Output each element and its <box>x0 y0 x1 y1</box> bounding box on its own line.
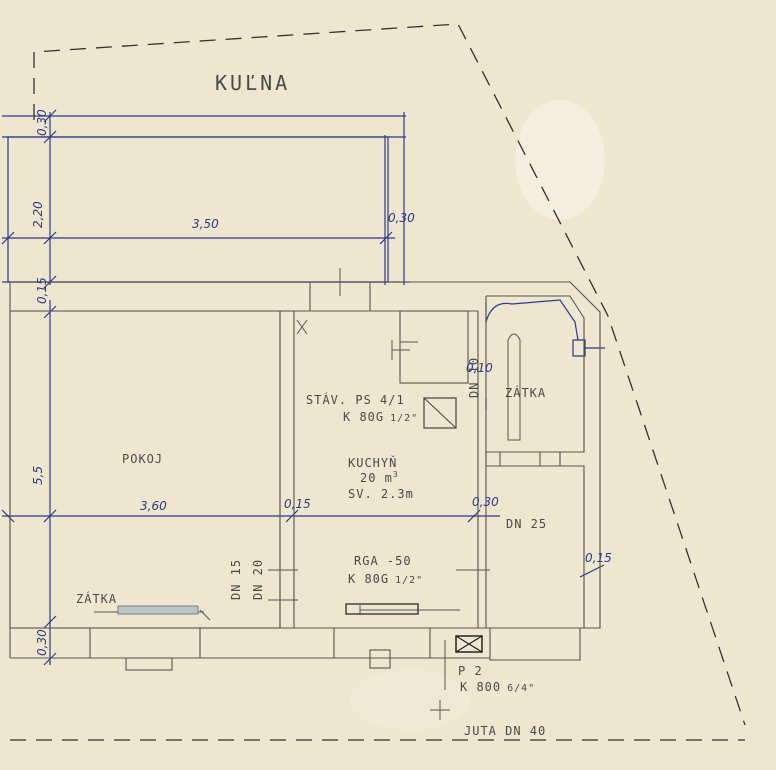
dim-wall-top-2: 0,30 <box>388 211 415 225</box>
dim-wall-mid-r: 0,15 <box>284 497 311 511</box>
boiler-diagonal <box>423 397 457 429</box>
dn15-label: DN 15 <box>229 559 243 600</box>
p2-label: P 2 <box>458 664 483 678</box>
property-boundary <box>10 23 746 741</box>
kitchen-volume-unit: 3 <box>393 470 399 479</box>
dimension-lines <box>1 109 410 319</box>
heater-symbol <box>345 603 419 615</box>
kitchen-height: SV. 2.3m <box>348 487 414 501</box>
dn25-label: DN 25 <box>506 517 547 531</box>
dim-room-height: 5,5 <box>31 466 45 485</box>
walls <box>9 281 601 671</box>
svg-text:20 m3: 20 m3 <box>360 470 399 485</box>
dim-room-width: 3,60 <box>140 499 167 513</box>
garage-label: KUĽNA <box>215 71 290 95</box>
stav-spec-fraction: 1/2" <box>390 413 418 424</box>
dim-top-height: 2,20 <box>31 201 45 228</box>
room-label: POKOJ <box>122 452 163 466</box>
garage-outline <box>7 136 389 283</box>
paper-stain <box>515 100 605 220</box>
dim-wall-right-2: 0,15 <box>585 551 612 565</box>
rga-spec: K 80G <box>348 572 389 586</box>
meter-symbol <box>455 635 483 653</box>
stove-block <box>399 310 469 384</box>
zatka-right-label: ZÁTKA <box>505 385 546 400</box>
stav-spec: K 80G <box>343 410 384 424</box>
dn10-label: DN 10 <box>467 357 481 398</box>
stav-label: STÁV. PS 4/1 <box>306 392 405 407</box>
zatka-left-label: ZÁTKA <box>76 591 117 606</box>
paper-stain <box>350 670 470 730</box>
kitchen-volume: 20 m <box>360 471 393 485</box>
dim-wall-left-2: 0,10 <box>466 361 493 375</box>
dim-wall-bottom: 0,30 <box>35 629 49 656</box>
pipe-sketch <box>507 333 521 441</box>
dimension-lines-lower <box>1 299 605 666</box>
rga-spec-fraction: 1/2" <box>395 575 423 586</box>
dn20-label: DN 20 <box>251 559 265 600</box>
boiler-symbol <box>423 397 457 429</box>
cross-marks <box>94 268 490 720</box>
p2-spec-fraction: 6/4" <box>507 683 535 694</box>
dim-top-width: 3,50 <box>192 217 219 231</box>
dim-wall-top-1: 0,30 <box>35 109 49 136</box>
rga-label: RGA -50 <box>354 554 412 568</box>
juta-label: JUTA DN 40 <box>464 724 546 738</box>
dim-wall-right: 0,30 <box>472 495 499 509</box>
p2-spec: K 800 <box>460 680 501 694</box>
kitchen-label: KUCHYŇ <box>348 455 397 470</box>
heater-symbol-left <box>117 605 199 615</box>
dim-wall-mid: 0,15 <box>35 277 49 304</box>
meter-diagonal <box>455 635 483 653</box>
